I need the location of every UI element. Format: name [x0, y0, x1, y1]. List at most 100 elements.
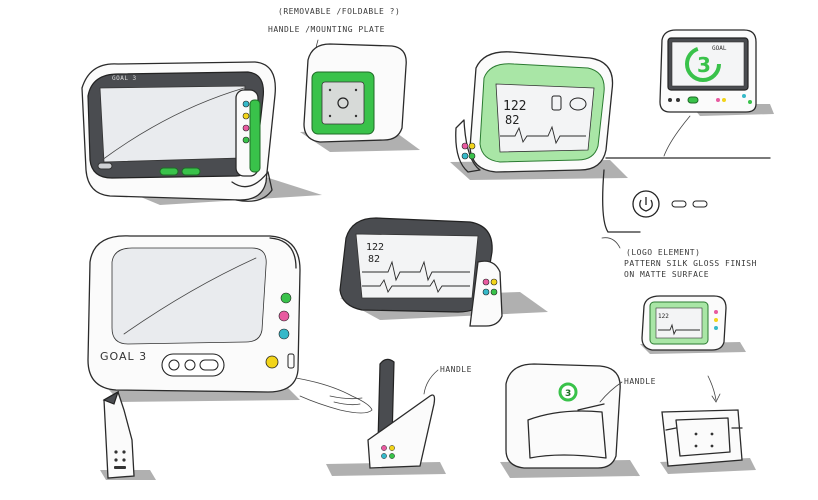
button-green [468, 152, 476, 160]
indicator-dot [676, 98, 680, 102]
battery-icon [551, 95, 562, 111]
glare-line [123, 257, 257, 335]
badge-number: 3 [565, 389, 571, 399]
plate-insert [321, 81, 365, 125]
pill-button [692, 200, 708, 208]
screw [328, 114, 332, 118]
arrow [707, 375, 721, 403]
mini-waveform [658, 323, 700, 336]
hole [694, 444, 698, 448]
dot [122, 450, 126, 454]
button-pink [381, 445, 387, 451]
annotation-handle-a: HANDLE [440, 365, 472, 374]
device-small-green: 122 [640, 295, 746, 403]
power-button-detail: (LOGO ELEMENT) PATTERN SILK GLOSS FINISH… [601, 115, 771, 279]
reading-top: 122 [503, 99, 526, 114]
button-green-2 [748, 100, 752, 104]
screen [111, 247, 267, 345]
reading-bottom: 82 [368, 254, 380, 265]
screw [354, 88, 358, 92]
side-button-pink [242, 124, 250, 132]
button-green-2 [181, 167, 201, 176]
leader-line [601, 237, 621, 249]
hole [710, 444, 714, 448]
device-wedge [100, 390, 156, 480]
device-dark-tablet: 122 82 [339, 217, 548, 327]
dot [114, 458, 118, 462]
device-green-frame-monitor: 122 82 [450, 51, 628, 180]
device-small-monitor: 3 GOAL [659, 29, 774, 116]
button-cyan [482, 288, 490, 296]
goal-number: 3 [697, 53, 711, 77]
side-button-cyan [242, 100, 250, 108]
side-button-cyan [278, 328, 290, 340]
leader-line [663, 115, 691, 157]
button-pink [482, 278, 490, 286]
annotation-logo-1: (LOGO ELEMENT) [626, 248, 700, 257]
waveform-2 [362, 278, 470, 294]
screen [355, 233, 479, 299]
logo-mark [337, 97, 349, 109]
device-tablet-side-buttons: GOAL 3 [81, 61, 322, 205]
screw [354, 114, 358, 118]
button-cluster [161, 353, 225, 377]
annotation-handle-plate: HANDLE /MOUNTING PLATE [268, 25, 385, 34]
button-cyan [742, 94, 746, 98]
brand-label-large: GOAL 3 [100, 350, 147, 363]
side-button-green [242, 136, 250, 144]
cluster-button-1 [168, 359, 180, 371]
leader-line [599, 381, 623, 403]
stand-foot [231, 171, 273, 202]
device-rear-view: 3 HANDLE [500, 363, 656, 478]
bracket-inner [675, 417, 731, 457]
reading-bottom: 82 [505, 113, 519, 127]
screen-glass [99, 85, 246, 163]
side-button-green [280, 292, 292, 304]
mounting-plate-sketch: (REMOVABLE /FOLDABLE ?) HANDLE /MOUNTING… [268, 7, 420, 152]
bracket-tabs [665, 427, 743, 431]
goal-label: GOAL [712, 45, 727, 52]
button-green [389, 453, 395, 459]
button-yellow [722, 98, 726, 102]
cluster-button-2 [184, 359, 196, 371]
device-large-monitor: GOAL 3 [87, 235, 301, 402]
button-yellow [714, 318, 718, 322]
hole [694, 432, 698, 436]
screen [655, 307, 703, 339]
button-cyan [461, 152, 469, 160]
hand-sketch [295, 377, 373, 414]
button-green-1 [159, 167, 179, 176]
wedge-body [103, 391, 135, 479]
side-button-yellow [242, 112, 250, 120]
pill-button [671, 200, 687, 208]
screw [328, 88, 332, 92]
button-green [490, 288, 498, 296]
button-green [687, 96, 699, 104]
button-yellow [490, 278, 498, 286]
handle-stand [527, 410, 607, 459]
button-cyan [714, 326, 718, 330]
annotation-logo-2: PATTERN SILK GLOSS FINISH [624, 259, 757, 268]
dot [122, 458, 126, 462]
indicator-dot [668, 98, 672, 102]
badge-ring [558, 382, 578, 402]
power-icon [639, 197, 653, 212]
home-button [97, 162, 113, 170]
glare-line [101, 87, 245, 161]
hole [710, 432, 714, 436]
annotation-handle-b: HANDLE [624, 377, 656, 386]
edge-curve [269, 237, 297, 269]
cluster-button-3 [199, 359, 219, 371]
screen [495, 83, 595, 153]
finger-lines [329, 395, 363, 406]
device-side-profile: HANDLE [295, 358, 472, 476]
button-yellow [468, 142, 476, 150]
reading-top: 122 [366, 242, 384, 253]
dot [114, 450, 118, 454]
button-cyan [381, 453, 387, 459]
annotation-removable: (REMOVABLE /FOLDABLE ?) [278, 7, 400, 16]
waveform [500, 125, 586, 145]
edge-curve [602, 169, 641, 233]
button-pink [714, 310, 718, 314]
